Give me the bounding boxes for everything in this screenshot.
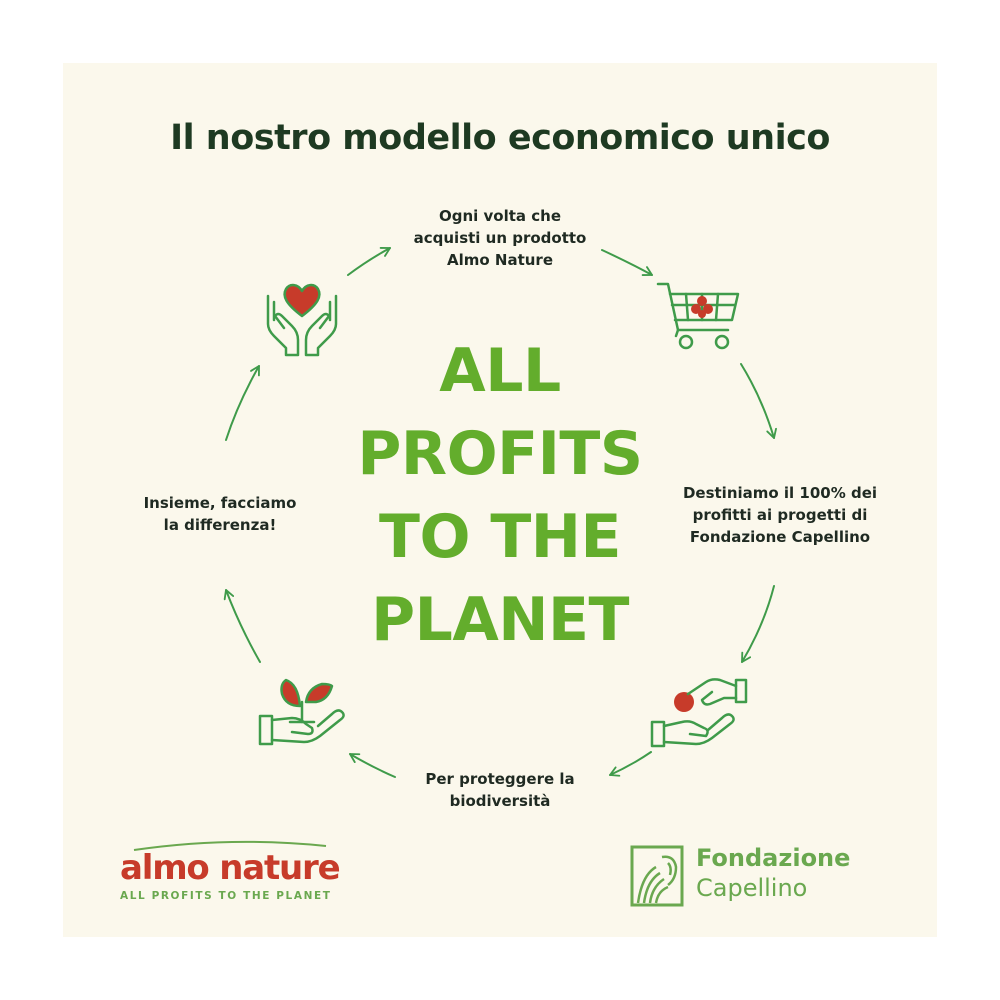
- slogan-all-profits-to-the-planet: ALL PROFITS TO THE PLANET: [300, 330, 700, 662]
- slogan-line: TO THE: [379, 502, 621, 572]
- fondazione-capellino-wordmark: Fondazione Capellino: [696, 843, 850, 903]
- step-line: Ogni volta che: [438, 207, 561, 225]
- step-biodiversity-text: Per proteggere la biodiversità: [380, 768, 620, 812]
- fondazione-capellino-mark-icon: [630, 845, 684, 907]
- almo-nature-logo: almo nature ALL PROFITS TO THE PLANET: [120, 848, 360, 902]
- step-line: la differenza!: [163, 516, 277, 534]
- heart-in-hands-icon: [262, 276, 342, 358]
- almo-nature-tagline: ALL PROFITS TO THE PLANET: [120, 890, 332, 902]
- step-line: biodiversità: [449, 792, 551, 810]
- step-purchase-text: Ogni volta che acquisti un prodotto Almo…: [380, 205, 620, 271]
- step-donate-text: Destiniamo il 100% dei profitti ai proge…: [660, 482, 900, 548]
- shopping-cart-icon: [656, 280, 742, 358]
- step-line: Fondazione Capellino: [689, 528, 871, 546]
- step-line: Per proteggere la: [425, 770, 575, 788]
- step-line: Almo Nature: [446, 251, 553, 269]
- sprout-in-hand-icon: [256, 672, 352, 750]
- giving-coin-hands-icon: [650, 672, 750, 752]
- slogan-line: ALL: [439, 336, 561, 406]
- step-line: acquisti un prodotto: [413, 229, 587, 247]
- almo-nature-wordmark: almo nature: [120, 848, 341, 888]
- infographic-card: [63, 63, 937, 937]
- fondazione-line: Fondazione: [696, 844, 851, 872]
- step-line: Destiniamo il 100% dei: [682, 484, 878, 502]
- almo-nature-swoosh-icon: [133, 840, 327, 851]
- fondazione-capellino-logo: Fondazione Capellino: [630, 843, 930, 913]
- capellino-line: Capellino: [696, 874, 808, 902]
- step-line: profitti ai progetti di: [692, 506, 868, 524]
- page-title: Il nostro modello economico unico: [170, 118, 830, 158]
- slogan-line: PLANET: [371, 585, 629, 655]
- step-together-text: Insieme, facciamo la differenza!: [105, 492, 335, 536]
- step-line: Insieme, facciamo: [143, 494, 297, 512]
- slogan-line: PROFITS: [357, 419, 643, 489]
